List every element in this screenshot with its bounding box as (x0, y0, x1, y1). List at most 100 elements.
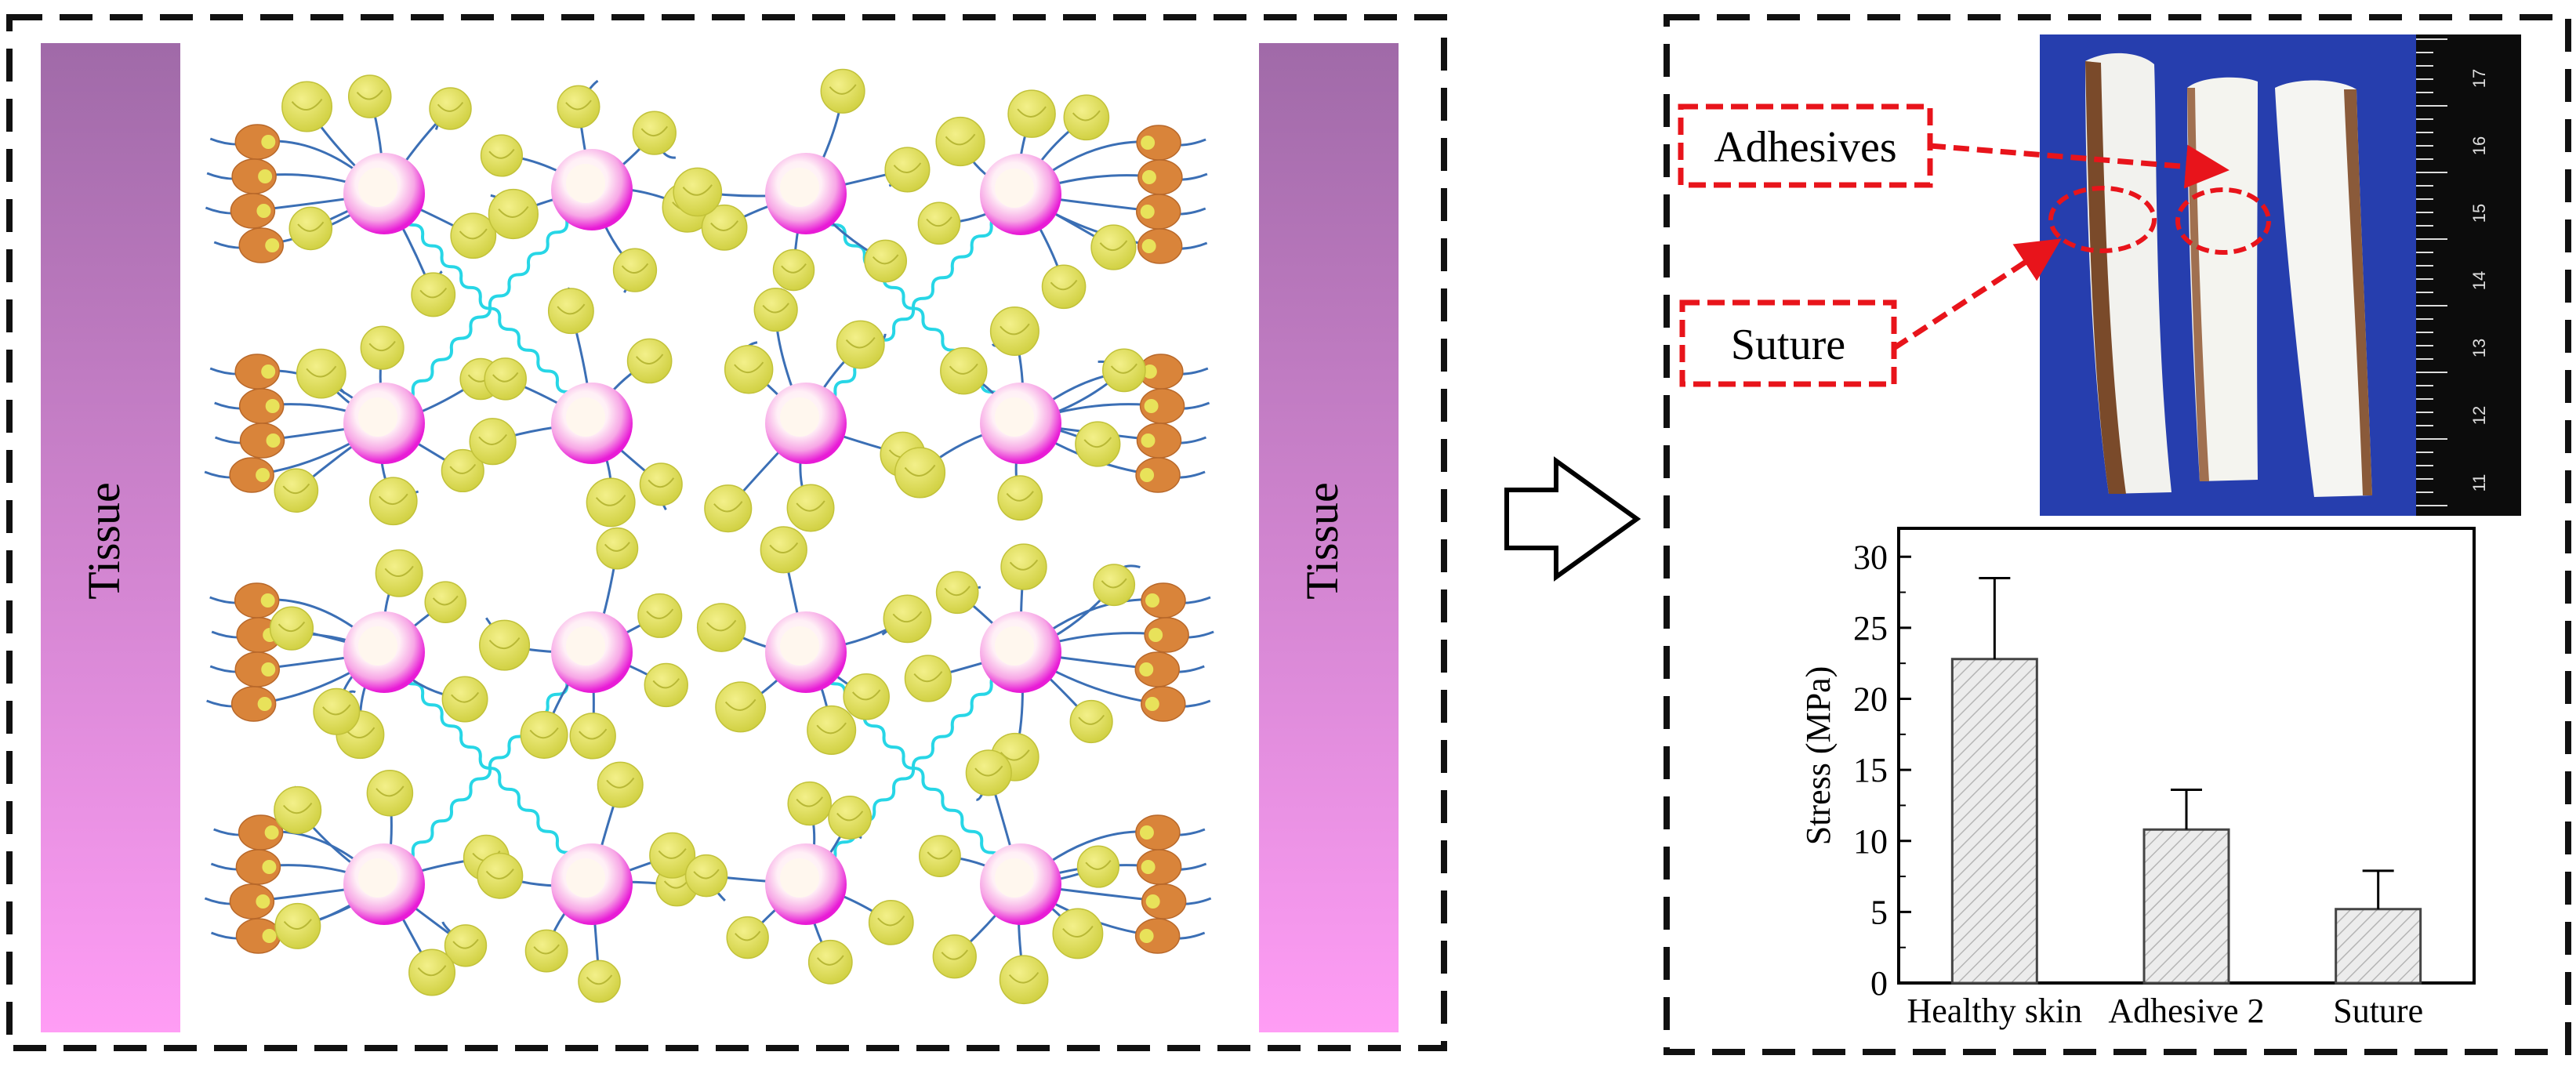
tissue-anchor (234, 354, 280, 390)
polymer-bead (1076, 845, 1120, 888)
polymer-bead (965, 749, 1012, 796)
polymer-bead (1093, 564, 1136, 607)
polymer-bead (274, 902, 321, 949)
polymer-bead (360, 325, 405, 370)
nanoparticles (343, 149, 1061, 925)
callout-suture: Suture (1679, 238, 2062, 387)
tissue-anchor-groups (229, 124, 1189, 954)
polymer-bead (649, 832, 696, 879)
nanoparticle (980, 383, 1061, 464)
left-tissue-bar (41, 43, 180, 1032)
tissue-anchor (230, 193, 276, 229)
polymer-bead (424, 581, 467, 623)
polymer-bead (547, 288, 594, 335)
adhesive-site-ellipse (2175, 187, 2271, 255)
callout-suture-label: Suture (1731, 321, 1845, 369)
polymer-bead (637, 593, 683, 638)
polymer-bead (1000, 543, 1047, 590)
tissue-anchor (239, 423, 285, 459)
tissue-anchor (234, 651, 280, 687)
polymer-bead (917, 201, 961, 245)
polymer-bead (441, 448, 484, 493)
polymer-bead (557, 85, 600, 129)
polymer-bead (726, 916, 769, 959)
nanoparticle (343, 383, 425, 464)
process-arrow-icon (1504, 456, 1642, 582)
polymer-bead (772, 248, 815, 292)
polymer-bead (704, 484, 753, 533)
polymer-bead (274, 785, 322, 834)
polymer-bead (288, 206, 333, 251)
ruler (2416, 34, 2521, 516)
nanoparticle (551, 149, 633, 230)
callout-adhesives-label: Adhesives (1714, 123, 1896, 172)
polymer-bead (787, 781, 832, 826)
tissue-anchor (1135, 457, 1181, 493)
tissue-anchor (1134, 651, 1181, 687)
left-tissue-label: Tissue (78, 482, 129, 599)
right-tissue-label: Tissue (1297, 482, 1348, 599)
polymer-bead (724, 344, 774, 394)
crosslinker-chain (805, 650, 1021, 887)
polymer-bead (524, 929, 568, 973)
polymer-bead (639, 462, 683, 506)
nanoparticle (551, 383, 633, 464)
polymer-bead (904, 655, 952, 702)
polymer-bead (820, 68, 865, 114)
polymer-bead (935, 571, 979, 615)
crosslinker-chain (805, 192, 1021, 426)
polymer-bead (612, 248, 658, 292)
tissue-anchor (229, 883, 275, 919)
polymer-bead (786, 484, 835, 532)
polymer-bead (1090, 224, 1137, 270)
polymer-bead (1069, 699, 1113, 744)
ruler-tick-label: 14 (2469, 271, 2489, 290)
nanoparticle (765, 153, 847, 234)
polymer-bead (999, 955, 1049, 1005)
tissue-anchor (1134, 918, 1181, 954)
tissue-anchor (1144, 617, 1189, 653)
category-label: Suture (2333, 992, 2423, 1030)
polymer-bead (940, 346, 988, 395)
tissue-anchor (1139, 388, 1185, 424)
polymer-bead (578, 959, 621, 1003)
polymer-bead (366, 769, 414, 817)
polymer-bead (368, 477, 418, 526)
polymer-bead (488, 188, 539, 240)
bar (2335, 908, 2422, 985)
nanoparticle (980, 154, 1061, 235)
polymer-bead (441, 676, 488, 723)
polymer-bead (597, 761, 644, 808)
left-panel-frame (6, 14, 1447, 1051)
polymer-bead (411, 272, 456, 317)
polymer-bead (479, 619, 531, 671)
suture-site-ellipse (2048, 186, 2157, 253)
crosslinker-network (382, 188, 1023, 887)
ruler-tick-label: 13 (2469, 339, 2489, 357)
chart-y-axis-label: Stress (MPa) (1799, 666, 1838, 846)
polymer-bead (868, 899, 914, 945)
skin-strip-3 (2275, 80, 2372, 498)
polymer-bead (1041, 264, 1087, 310)
nanoparticle (980, 611, 1061, 693)
polymer-bead (864, 239, 908, 283)
bar (1950, 658, 2038, 985)
polymer-bead (347, 74, 392, 118)
polymer-bead (1075, 421, 1121, 467)
polymer-bead (836, 320, 885, 369)
bead-groups (269, 68, 1146, 1005)
polymer-bead (828, 796, 873, 840)
y-tick-label: 15 (1853, 751, 1888, 789)
tissue-anchor (234, 582, 280, 618)
y-tick-label: 10 (1853, 822, 1888, 861)
tissue-anchor (1141, 883, 1187, 919)
nanoparticle (343, 153, 425, 234)
polymer-bead (632, 111, 677, 155)
polymer-bead (884, 147, 931, 193)
tissue-anchor (238, 814, 284, 851)
polymer-bead (626, 338, 673, 384)
tissue-anchor (229, 457, 274, 493)
polymer-bead (484, 357, 527, 401)
polymer-bead (296, 348, 346, 399)
